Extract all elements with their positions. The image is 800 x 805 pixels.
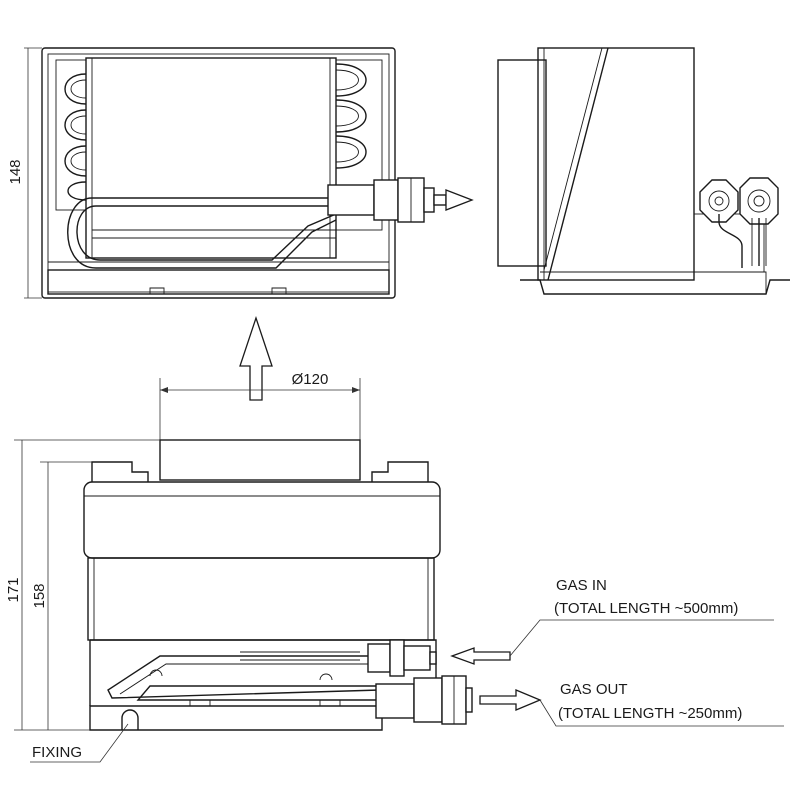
dimension-158-label: 158	[31, 583, 48, 608]
gas-in-title: GAS IN	[556, 577, 607, 594]
bottom-base-plate	[89, 705, 383, 731]
front-view	[41, 47, 474, 299]
fixing-slot	[121, 709, 139, 730]
front-view-fitting	[327, 177, 447, 223]
dimension-diameter: Ø120	[159, 371, 361, 440]
coil-core	[85, 57, 337, 259]
right-coil-bends	[335, 59, 383, 231]
left-coil-bends	[55, 59, 87, 211]
bottom-view	[83, 439, 473, 731]
airflow-arrow	[239, 315, 273, 401]
dimension-171-label: 171	[5, 577, 22, 602]
side-view-section-line	[547, 47, 609, 281]
side-view	[497, 47, 790, 295]
gas-in-length: (TOTAL LENGTH ~500mm)	[554, 600, 738, 617]
gas-out-title: GAS OUT	[560, 681, 628, 698]
gas-out-callout: GAS OUT (TOTAL LENGTH ~250mm)	[479, 681, 784, 727]
gas-out-fitting	[375, 675, 473, 725]
fixing-label: FIXING	[32, 744, 82, 761]
front-view-base	[47, 269, 390, 295]
dimension-148-label: 148	[7, 159, 24, 184]
fixing-callout: FIXING	[30, 723, 129, 763]
side-view-housing	[537, 47, 695, 281]
side-view-fittings	[693, 177, 779, 273]
dimension-171: 171	[5, 439, 160, 731]
housing-body	[87, 557, 435, 641]
dimension-148: 148	[7, 47, 42, 299]
gas-in-arrow	[450, 647, 511, 665]
gas-out-arrow	[479, 689, 542, 711]
outlet-collar	[159, 439, 361, 481]
dimension-diameter-label: Ø120	[292, 371, 329, 388]
gas-in-callout: GAS IN (TOTAL LENGTH ~500mm)	[450, 577, 774, 665]
gas-out-length: (TOTAL LENGTH ~250mm)	[558, 705, 742, 722]
dimension-158: 158	[31, 461, 92, 730]
lower-tube	[107, 655, 381, 699]
gas-tube	[67, 197, 337, 269]
side-view-base	[520, 279, 790, 295]
front-view-frame	[41, 47, 396, 299]
front-view-inner-frame	[47, 53, 390, 293]
gas-in-fitting	[367, 639, 437, 677]
housing-top-band	[83, 481, 441, 559]
side-view-outlet	[497, 59, 547, 267]
front-view-flow-arrow	[445, 189, 474, 211]
